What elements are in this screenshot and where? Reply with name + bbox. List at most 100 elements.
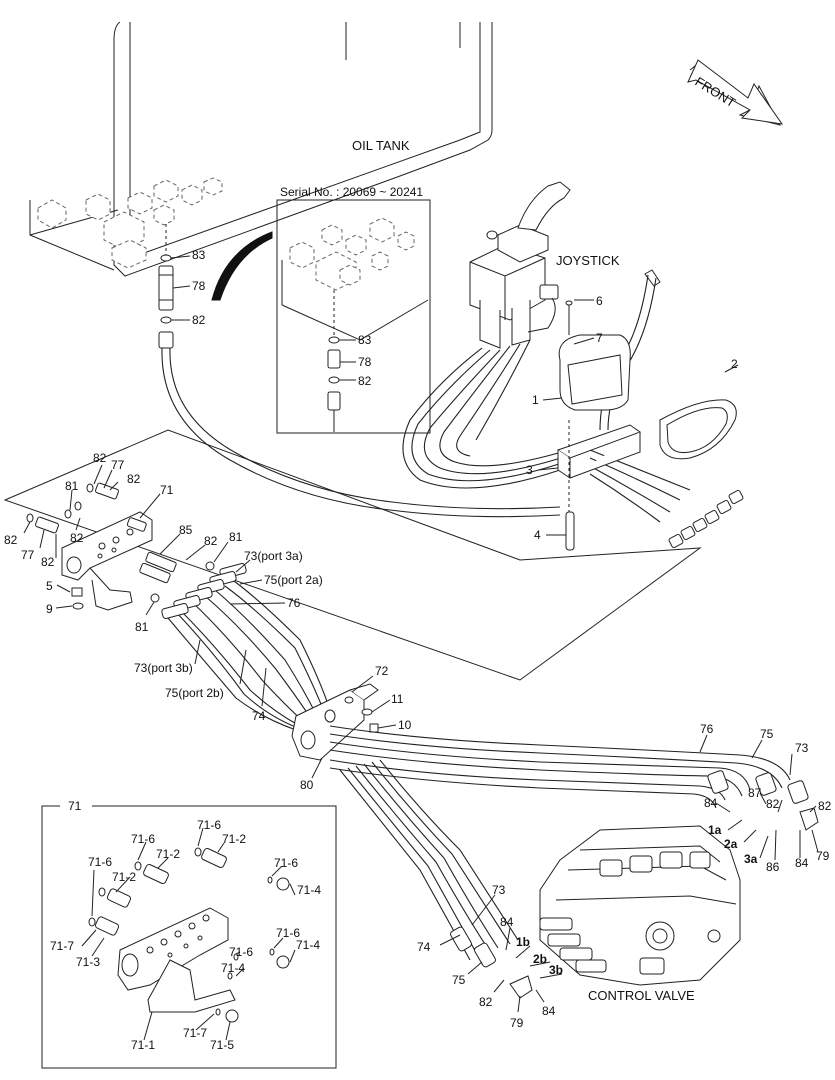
bracket-labels: 82 77 81 82 71 82 82 77 82 85 82 81 73(p…	[4, 451, 323, 723]
label-74-lower: 74	[417, 940, 431, 954]
label-6: 6	[596, 294, 603, 308]
label-81-right: 81	[229, 530, 243, 544]
label-82-upper: 82	[93, 451, 107, 465]
label-82-left-3: 82	[41, 555, 55, 569]
bracket-hoses	[161, 562, 331, 731]
label-7: 7	[596, 331, 603, 345]
label-71-7-b: 71-7	[183, 1026, 207, 1040]
label-73-lower: 73	[492, 883, 506, 897]
label-71-5: 71-5	[210, 1038, 234, 1052]
label-port-2b: 2b	[533, 952, 547, 966]
label-76-valve: 76	[700, 722, 714, 736]
clamp-assembly: 6 7 2 1 3 4	[526, 294, 739, 551]
label-71-6-c: 71-6	[88, 855, 112, 869]
label-83: 83	[192, 248, 206, 262]
label-port-1a: 1a	[708, 823, 722, 837]
label-71-2-c: 71-2	[112, 870, 136, 884]
label-82-left-2: 82	[4, 533, 18, 547]
front-arrow: FRONT	[687, 59, 784, 126]
label-9: 9	[46, 602, 53, 616]
label-71-2-b: 71-2	[222, 832, 246, 846]
label-77-left: 77	[21, 548, 35, 562]
label-71: 71	[160, 483, 174, 497]
label-11: 11	[391, 692, 404, 706]
joystick-caption: JOYSTICK	[556, 253, 620, 268]
label-75-lower: 75	[452, 973, 466, 987]
control-valve: CONTROL VALVE	[539, 825, 741, 1003]
label-83-detail: 83	[358, 333, 372, 347]
label-71-3: 71-3	[76, 955, 100, 969]
label-82: 82	[192, 313, 206, 327]
label-82-valve-1: 82	[766, 797, 780, 811]
label-71-4-a: 71-4	[297, 883, 321, 897]
label-75-valve: 75	[760, 727, 774, 741]
label-port-3b: 3b	[549, 963, 563, 977]
label-81-lower: 81	[135, 620, 149, 634]
bracket-panel	[3, 429, 702, 731]
detail-71-title: 71	[68, 799, 82, 813]
label-2: 2	[731, 357, 738, 371]
label-4: 4	[534, 528, 541, 542]
label-78-detail: 78	[358, 355, 372, 369]
label-82-lower: 82	[479, 995, 493, 1009]
check-valve-assembly: 83 78 82	[158, 248, 206, 349]
label-77-upper: 77	[111, 458, 125, 472]
label-81-upper: 81	[65, 479, 79, 493]
valve-labels-right: 76 75 73 84 87 82 82 1a 2a 3a 86 84 79	[699, 722, 832, 874]
label-port-3a: 3a	[744, 852, 758, 866]
label-10: 10	[398, 718, 412, 732]
oil-tank-caption: OIL TANK	[352, 138, 410, 153]
label-76: 76	[287, 596, 301, 610]
oil-tank: OIL TANK	[29, 21, 493, 277]
label-port-1b: 1b	[516, 935, 530, 949]
label-71-6-b: 71-6	[197, 818, 221, 832]
valve-labels-left: 73 84 1b 2b 3b 74 75 82 79 84	[417, 883, 563, 1030]
label-84-lower-2: 84	[542, 1004, 556, 1018]
label-73-port-3a: 73(port 3a)	[244, 549, 303, 563]
joystick-hose-ends	[589, 449, 744, 549]
label-82-right: 82	[204, 534, 218, 548]
label-86: 86	[766, 860, 780, 874]
bulkhead-plate: 72 11 10 80	[291, 664, 412, 792]
label-71-7-a: 71-7	[50, 939, 74, 953]
label-78: 78	[192, 279, 206, 293]
label-75-port-2b: 75(port 2b)	[165, 686, 224, 700]
label-1: 1	[532, 393, 539, 407]
label-82-valve-2: 82	[818, 799, 832, 813]
serial-caption: Serial No. : 20069 ~ 20241	[280, 185, 423, 199]
label-5: 5	[46, 579, 53, 593]
label-80: 80	[300, 778, 314, 792]
label-74: 74	[252, 709, 266, 723]
label-82-left-1: 82	[70, 531, 84, 545]
label-71-4-c: 71-4	[221, 961, 245, 975]
label-73-port-3b: 73(port 3b)	[134, 661, 193, 675]
label-82-mid: 82	[127, 472, 141, 486]
label-71-4-b: 71-4	[296, 938, 320, 952]
label-71-1: 71-1	[131, 1038, 155, 1052]
label-85: 85	[179, 523, 193, 537]
label-71-6-a: 71-6	[131, 832, 155, 846]
label-71-6-f: 71-6	[229, 945, 253, 959]
tank-fittings	[37, 177, 223, 269]
label-87: 87	[748, 786, 762, 800]
label-84-lower-1: 84	[500, 915, 514, 929]
label-3: 3	[526, 463, 533, 477]
control-valve-caption: CONTROL VALVE	[588, 988, 695, 1003]
detail-71-box: 71	[41, 798, 337, 1069]
label-84-valve-2: 84	[795, 856, 809, 870]
label-79-valve: 79	[816, 849, 830, 863]
label-73-valve: 73	[795, 741, 809, 755]
label-75-port-2a: 75(port 2a)	[264, 573, 323, 587]
hoses-to-control-valve	[329, 725, 819, 999]
label-port-2a: 2a	[724, 837, 738, 851]
label-79-lower: 79	[510, 1016, 524, 1030]
label-84-valve-1: 84	[704, 796, 718, 810]
serial-detail-box: Serial No. : 20069 ~ 20241 83 78 82	[211, 185, 431, 434]
label-82-detail: 82	[358, 374, 372, 388]
label-72: 72	[375, 664, 389, 678]
label-71-6-d: 71-6	[274, 856, 298, 870]
label-71-6-e: 71-6	[276, 926, 300, 940]
label-71-2-a: 71-2	[156, 847, 180, 861]
joystick-assembly: JOYSTICK	[469, 181, 620, 349]
